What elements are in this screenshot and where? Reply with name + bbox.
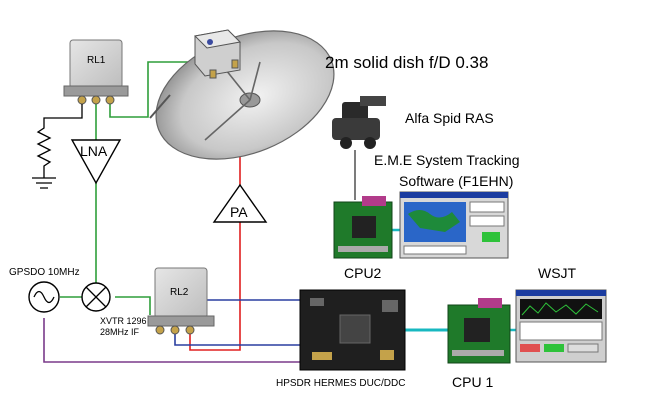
cpu2-label: CPU2 <box>344 265 382 281</box>
xvtr-label-line1: XVTR 1296 <box>100 316 147 326</box>
ref-wire-gpsdo-hermes <box>43 318 300 363</box>
tracking-label-line2: Software (F1EHN) <box>399 173 514 189</box>
hermes-board <box>299 289 406 371</box>
wsjt-screen <box>515 289 607 363</box>
pa-amplifier <box>212 183 268 223</box>
rotator-label: Alfa Spid RAS <box>405 110 494 126</box>
dish-label: 2m solid dish f/D 0.38 <box>325 53 489 72</box>
sine-wave-source-icon <box>28 281 60 313</box>
rx-wire-rl2-tap <box>115 296 151 315</box>
rx-wire-feed-to-rl1 <box>109 61 205 118</box>
tx-wire-pa-to-rl2 <box>189 222 241 351</box>
cpu1-board <box>447 298 511 364</box>
rl2-label: RL2 <box>170 287 189 298</box>
resistor-ground-icon <box>32 104 83 189</box>
lna-label: LNA <box>80 143 108 159</box>
xvtr-label-line2: 28MHz IF <box>100 327 140 337</box>
wsjt-label: WSJT <box>538 265 577 281</box>
hermes-label: HPSDR HERMES DUC/DDC <box>276 378 406 389</box>
tracking-label-line1: E.M.E System Tracking <box>374 152 520 168</box>
data-wire-rl2-hermes <box>174 330 300 346</box>
rl1-label: RL1 <box>87 55 106 66</box>
rl2-relay <box>147 267 215 335</box>
lna-amplifier <box>70 139 122 185</box>
cpu2-board <box>333 196 393 259</box>
pa-label: PA <box>230 204 248 220</box>
gpsdo-label: GPSDO 10MHz <box>9 267 80 278</box>
mixer-icon <box>81 282 111 312</box>
rotator-unit <box>332 96 386 149</box>
dish-antenna <box>149 29 335 160</box>
rl1-relay <box>63 39 129 105</box>
cpu1-label: CPU 1 <box>452 374 494 390</box>
tracking-software-screen <box>399 191 509 259</box>
